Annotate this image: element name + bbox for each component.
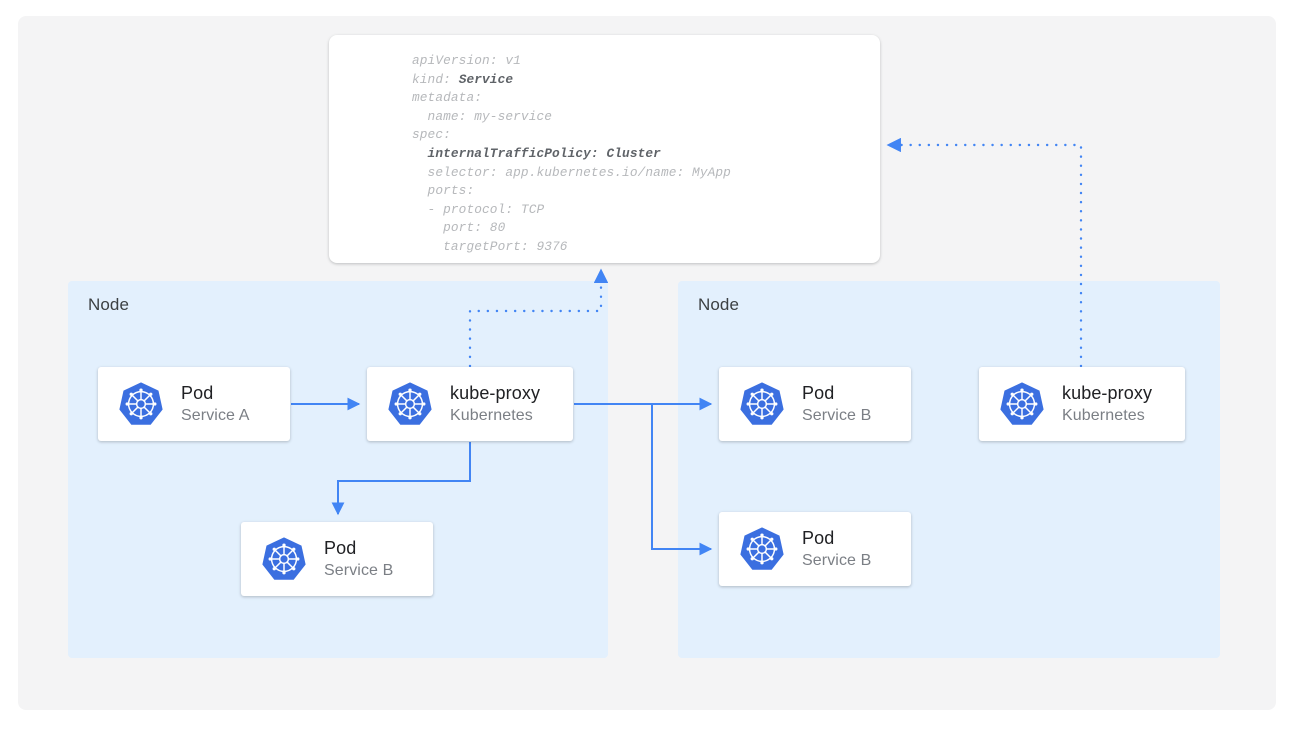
card-kube-proxy-left[interactable]: kube-proxy Kubernetes: [367, 367, 573, 441]
node-left: Node: [68, 281, 608, 658]
yaml-line: selector: app.kubernetes.io/name: MyApp: [412, 164, 731, 180]
yaml-line: ports:: [412, 183, 475, 199]
card-title: Pod: [802, 382, 835, 403]
card-pod-service-b-top[interactable]: Pod Service B: [719, 367, 911, 441]
card-subtitle: Service B: [802, 551, 872, 569]
kubernetes-icon: [262, 537, 306, 580]
card-subtitle: Kubernetes: [450, 406, 533, 424]
kubernetes-icon: [119, 382, 163, 425]
service-manifest-card: apiVersion: v1 kind: Service metadata: nam…: [329, 35, 880, 263]
card-subtitle: Service B: [324, 561, 394, 579]
yaml-line: kind: Service: [412, 71, 514, 87]
kubernetes-icon: [740, 382, 784, 425]
card-subtitle: Kubernetes: [1062, 406, 1145, 424]
card-title: kube-proxy: [450, 382, 541, 403]
card-text: Pod Service B: [802, 527, 871, 572]
kubernetes-icon: [1000, 382, 1044, 425]
kubernetes-icon: [388, 382, 432, 425]
card-pod-service-a[interactable]: Pod Service A: [98, 367, 290, 441]
card-subtitle: Service B: [802, 406, 872, 424]
card-title: kube-proxy: [1062, 382, 1153, 403]
card-title: Pod: [802, 527, 835, 548]
kubernetes-icon: [740, 527, 784, 570]
card-text: kube-proxy Kubernetes: [450, 382, 540, 427]
yaml-line: targetPort: 9376: [412, 238, 568, 254]
card-subtitle: Service A: [181, 406, 250, 424]
card-kube-proxy-right[interactable]: kube-proxy Kubernetes: [979, 367, 1185, 441]
yaml-line: name: my-service: [412, 108, 553, 124]
yaml-line: apiVersion: v1: [412, 53, 521, 68]
card-text: kube-proxy Kubernetes: [1062, 382, 1152, 427]
yaml-line: internalTrafficPolicy: Cluster: [412, 145, 661, 161]
card-pod-service-b-bottom[interactable]: Pod Service B: [719, 512, 911, 586]
service-manifest-code: apiVersion: v1 kind: Service metadata: nam…: [412, 52, 731, 257]
yaml-line: spec:: [412, 127, 451, 143]
card-text: Pod Service B: [324, 537, 393, 582]
card-title: Pod: [324, 537, 357, 558]
yaml-line: port: 80: [412, 220, 506, 236]
yaml-line: - protocol: TCP: [412, 201, 545, 217]
node-right-label: Node: [698, 295, 740, 314]
node-right: Node: [678, 281, 1220, 658]
yaml-line: metadata:: [412, 90, 483, 106]
card-text: Pod Service A: [181, 382, 250, 427]
card-text: Pod Service B: [802, 382, 871, 427]
node-left-label: Node: [88, 295, 130, 314]
card-title: Pod: [181, 382, 214, 403]
card-pod-service-b-left[interactable]: Pod Service B: [241, 522, 433, 596]
